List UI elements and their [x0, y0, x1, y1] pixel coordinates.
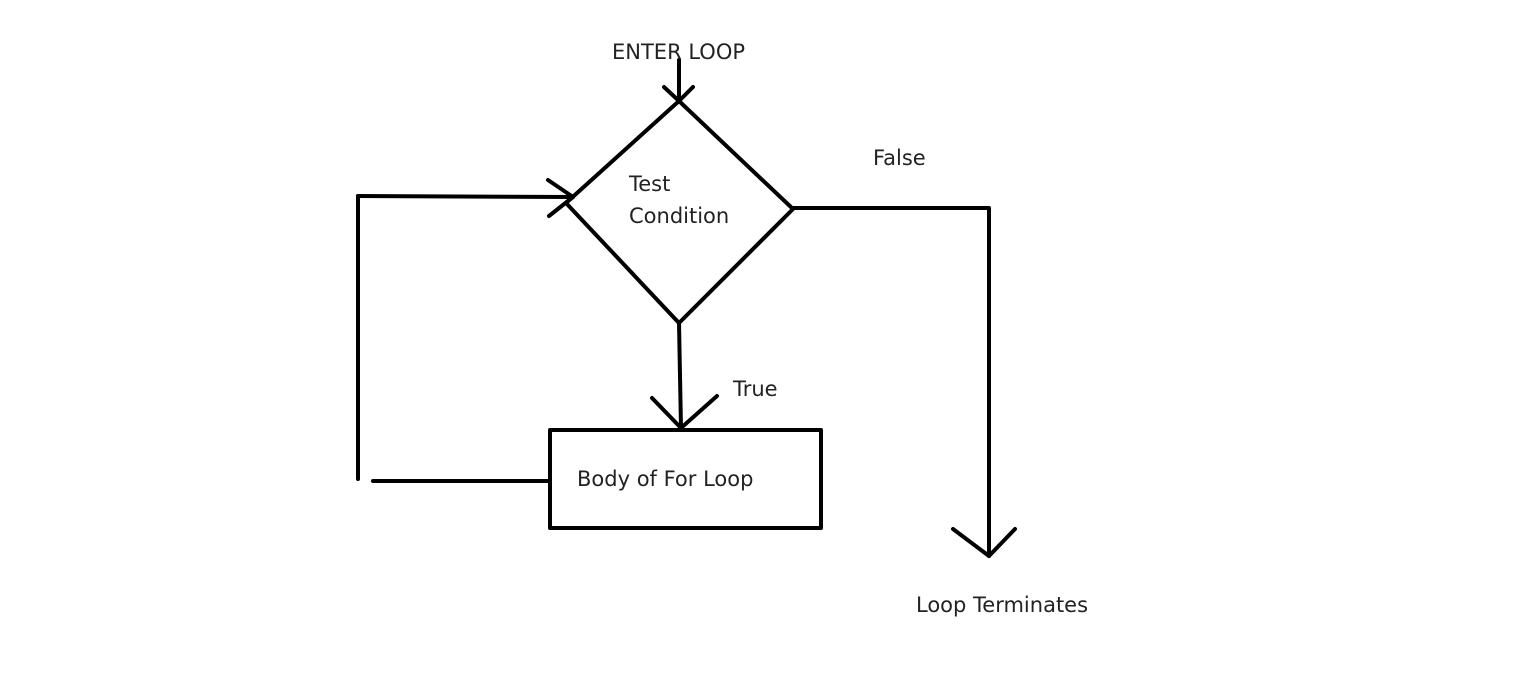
true-label: True [732, 377, 778, 401]
condition-label: Condition [629, 204, 729, 228]
loop-terminates-label: Loop Terminates [916, 593, 1088, 617]
enter-loop-label: ENTER LOOP [612, 40, 745, 64]
loop-body-label: Body of For Loop [577, 467, 753, 491]
test-label: Test [628, 172, 670, 196]
loop-back-arrow [356, 178, 575, 483]
enter-arrow [662, 58, 695, 103]
false-label: False [873, 146, 926, 170]
false-branch-arrow [791, 206, 1017, 558]
true-branch-arrow [650, 321, 719, 430]
